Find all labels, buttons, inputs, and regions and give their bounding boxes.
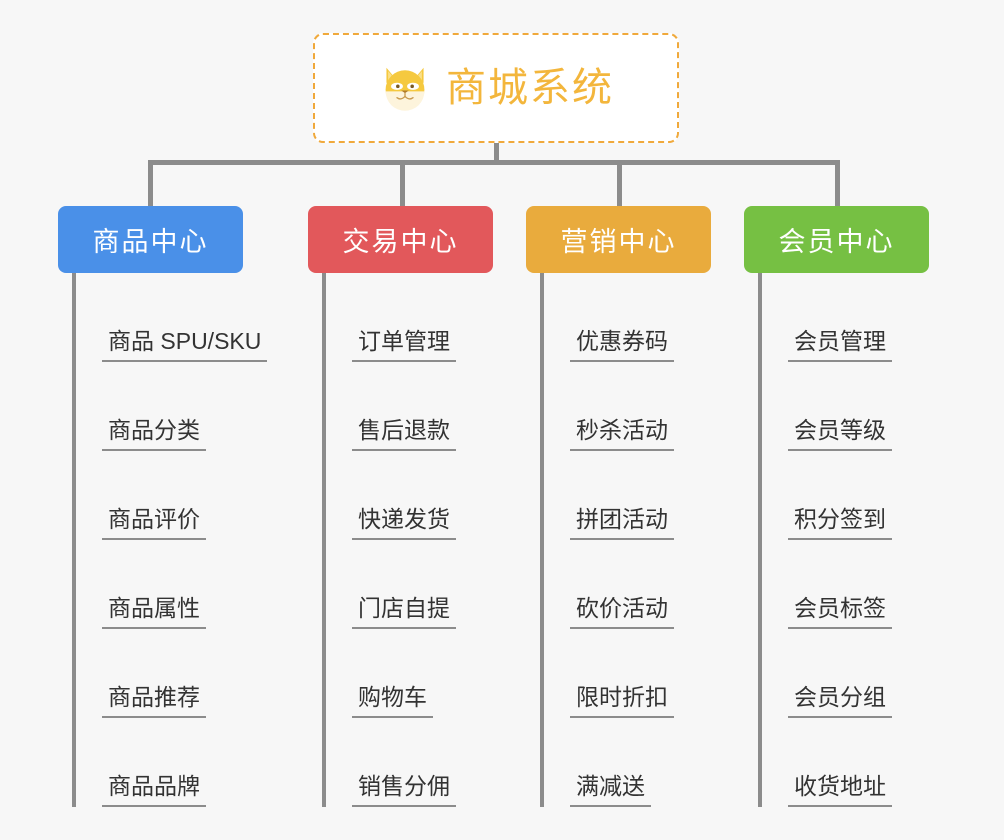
leaf-item[interactable]: 销售分佣 (322, 718, 456, 807)
leaf-item[interactable]: 会员管理 (758, 273, 892, 362)
leaf-item[interactable]: 商品推荐 (72, 629, 267, 718)
leaf-label: 购物车 (352, 684, 433, 718)
root-node[interactable]: 商城系统 (313, 33, 679, 143)
category-box-2[interactable]: 交易中心 (308, 206, 493, 273)
leaf-item[interactable]: 商品分类 (72, 362, 267, 451)
category-label: 交易中心 (342, 227, 459, 257)
leaf-item[interactable]: 售后退款 (322, 362, 456, 451)
leaf-label: 积分签到 (788, 506, 892, 540)
leaf-label: 会员分组 (788, 684, 892, 718)
leaf-column-1: 商品 SPU/SKU 商品分类 商品评价 商品属性 商品推荐 商品品牌 (72, 273, 268, 807)
leaf-label: 销售分佣 (352, 773, 456, 807)
leaf-label: 满减送 (570, 773, 651, 807)
connector-drop-3 (617, 160, 622, 206)
leaf-item[interactable]: 会员分组 (758, 629, 892, 718)
leaf-label: 拼团活动 (570, 506, 674, 540)
category-label: 会员中心 (778, 227, 895, 257)
leaf-column-2: 订单管理 售后退款 快递发货 门店自提 购物车 销售分佣 (322, 273, 456, 807)
root-title: 商城系统 (446, 66, 614, 110)
leaf-item[interactable]: 商品 SPU/SKU (72, 273, 268, 362)
leaf-label: 快递发货 (352, 506, 456, 540)
category-box-4[interactable]: 会员中心 (744, 206, 929, 273)
leaf-label: 收货地址 (788, 773, 892, 807)
leaf-label: 商品 SPU/SKU (102, 328, 268, 362)
category-label: 营销中心 (560, 227, 677, 257)
leaf-label: 商品品牌 (102, 773, 206, 807)
leaf-item[interactable]: 会员等级 (758, 362, 892, 451)
shiba-dog-icon (385, 67, 425, 111)
leaf-item[interactable]: 门店自提 (322, 540, 456, 629)
leaf-label: 会员管理 (788, 328, 892, 362)
leaf-label: 会员标签 (788, 595, 892, 629)
category-box-3[interactable]: 营销中心 (526, 206, 711, 273)
leaf-item[interactable]: 订单管理 (322, 273, 456, 362)
leaf-label: 会员等级 (788, 417, 892, 451)
leaf-column-4: 会员管理 会员等级 积分签到 会员标签 会员分组 收货地址 (758, 273, 892, 807)
leaf-label: 商品推荐 (102, 684, 206, 718)
leaf-spine (72, 273, 76, 807)
connector-root-stem (494, 143, 499, 164)
leaf-label: 砍价活动 (570, 595, 674, 629)
leaf-item[interactable]: 满减送 (540, 718, 674, 807)
connector-drop-2 (400, 160, 405, 206)
leaf-label: 商品分类 (102, 417, 206, 451)
connector-horizontal-bus (148, 160, 840, 165)
leaf-item[interactable]: 商品品牌 (72, 718, 267, 807)
leaf-label: 商品评价 (102, 506, 206, 540)
leaf-item[interactable]: 砍价活动 (540, 540, 674, 629)
leaf-spine (758, 273, 762, 807)
leaf-item[interactable]: 优惠券码 (540, 273, 674, 362)
leaf-label: 秒杀活动 (570, 417, 674, 451)
leaf-column-3: 优惠券码 秒杀活动 拼团活动 砍价活动 限时折扣 满减送 (540, 273, 674, 807)
leaf-spine (322, 273, 326, 807)
leaf-item[interactable]: 快递发货 (322, 451, 456, 540)
leaf-item[interactable]: 积分签到 (758, 451, 892, 540)
leaf-item[interactable]: 限时折扣 (540, 629, 674, 718)
leaf-item[interactable]: 会员标签 (758, 540, 892, 629)
leaf-item[interactable]: 购物车 (322, 629, 456, 718)
connector-drop-4 (835, 160, 840, 206)
category-label: 商品中心 (92, 227, 209, 257)
category-box-1[interactable]: 商品中心 (58, 206, 243, 273)
leaf-label: 售后退款 (352, 417, 456, 451)
leaf-label: 商品属性 (102, 595, 206, 629)
leaf-item[interactable]: 秒杀活动 (540, 362, 674, 451)
leaf-item[interactable]: 收货地址 (758, 718, 892, 807)
leaf-item[interactable]: 商品评价 (72, 451, 267, 540)
leaf-spine (540, 273, 544, 807)
leaf-item[interactable]: 商品属性 (72, 540, 267, 629)
leaf-label: 门店自提 (352, 595, 456, 629)
leaf-item[interactable]: 拼团活动 (540, 451, 674, 540)
leaf-label: 优惠券码 (570, 328, 674, 362)
connector-drop-1 (148, 160, 153, 206)
leaf-label: 订单管理 (352, 328, 456, 362)
leaf-label: 限时折扣 (570, 684, 674, 718)
